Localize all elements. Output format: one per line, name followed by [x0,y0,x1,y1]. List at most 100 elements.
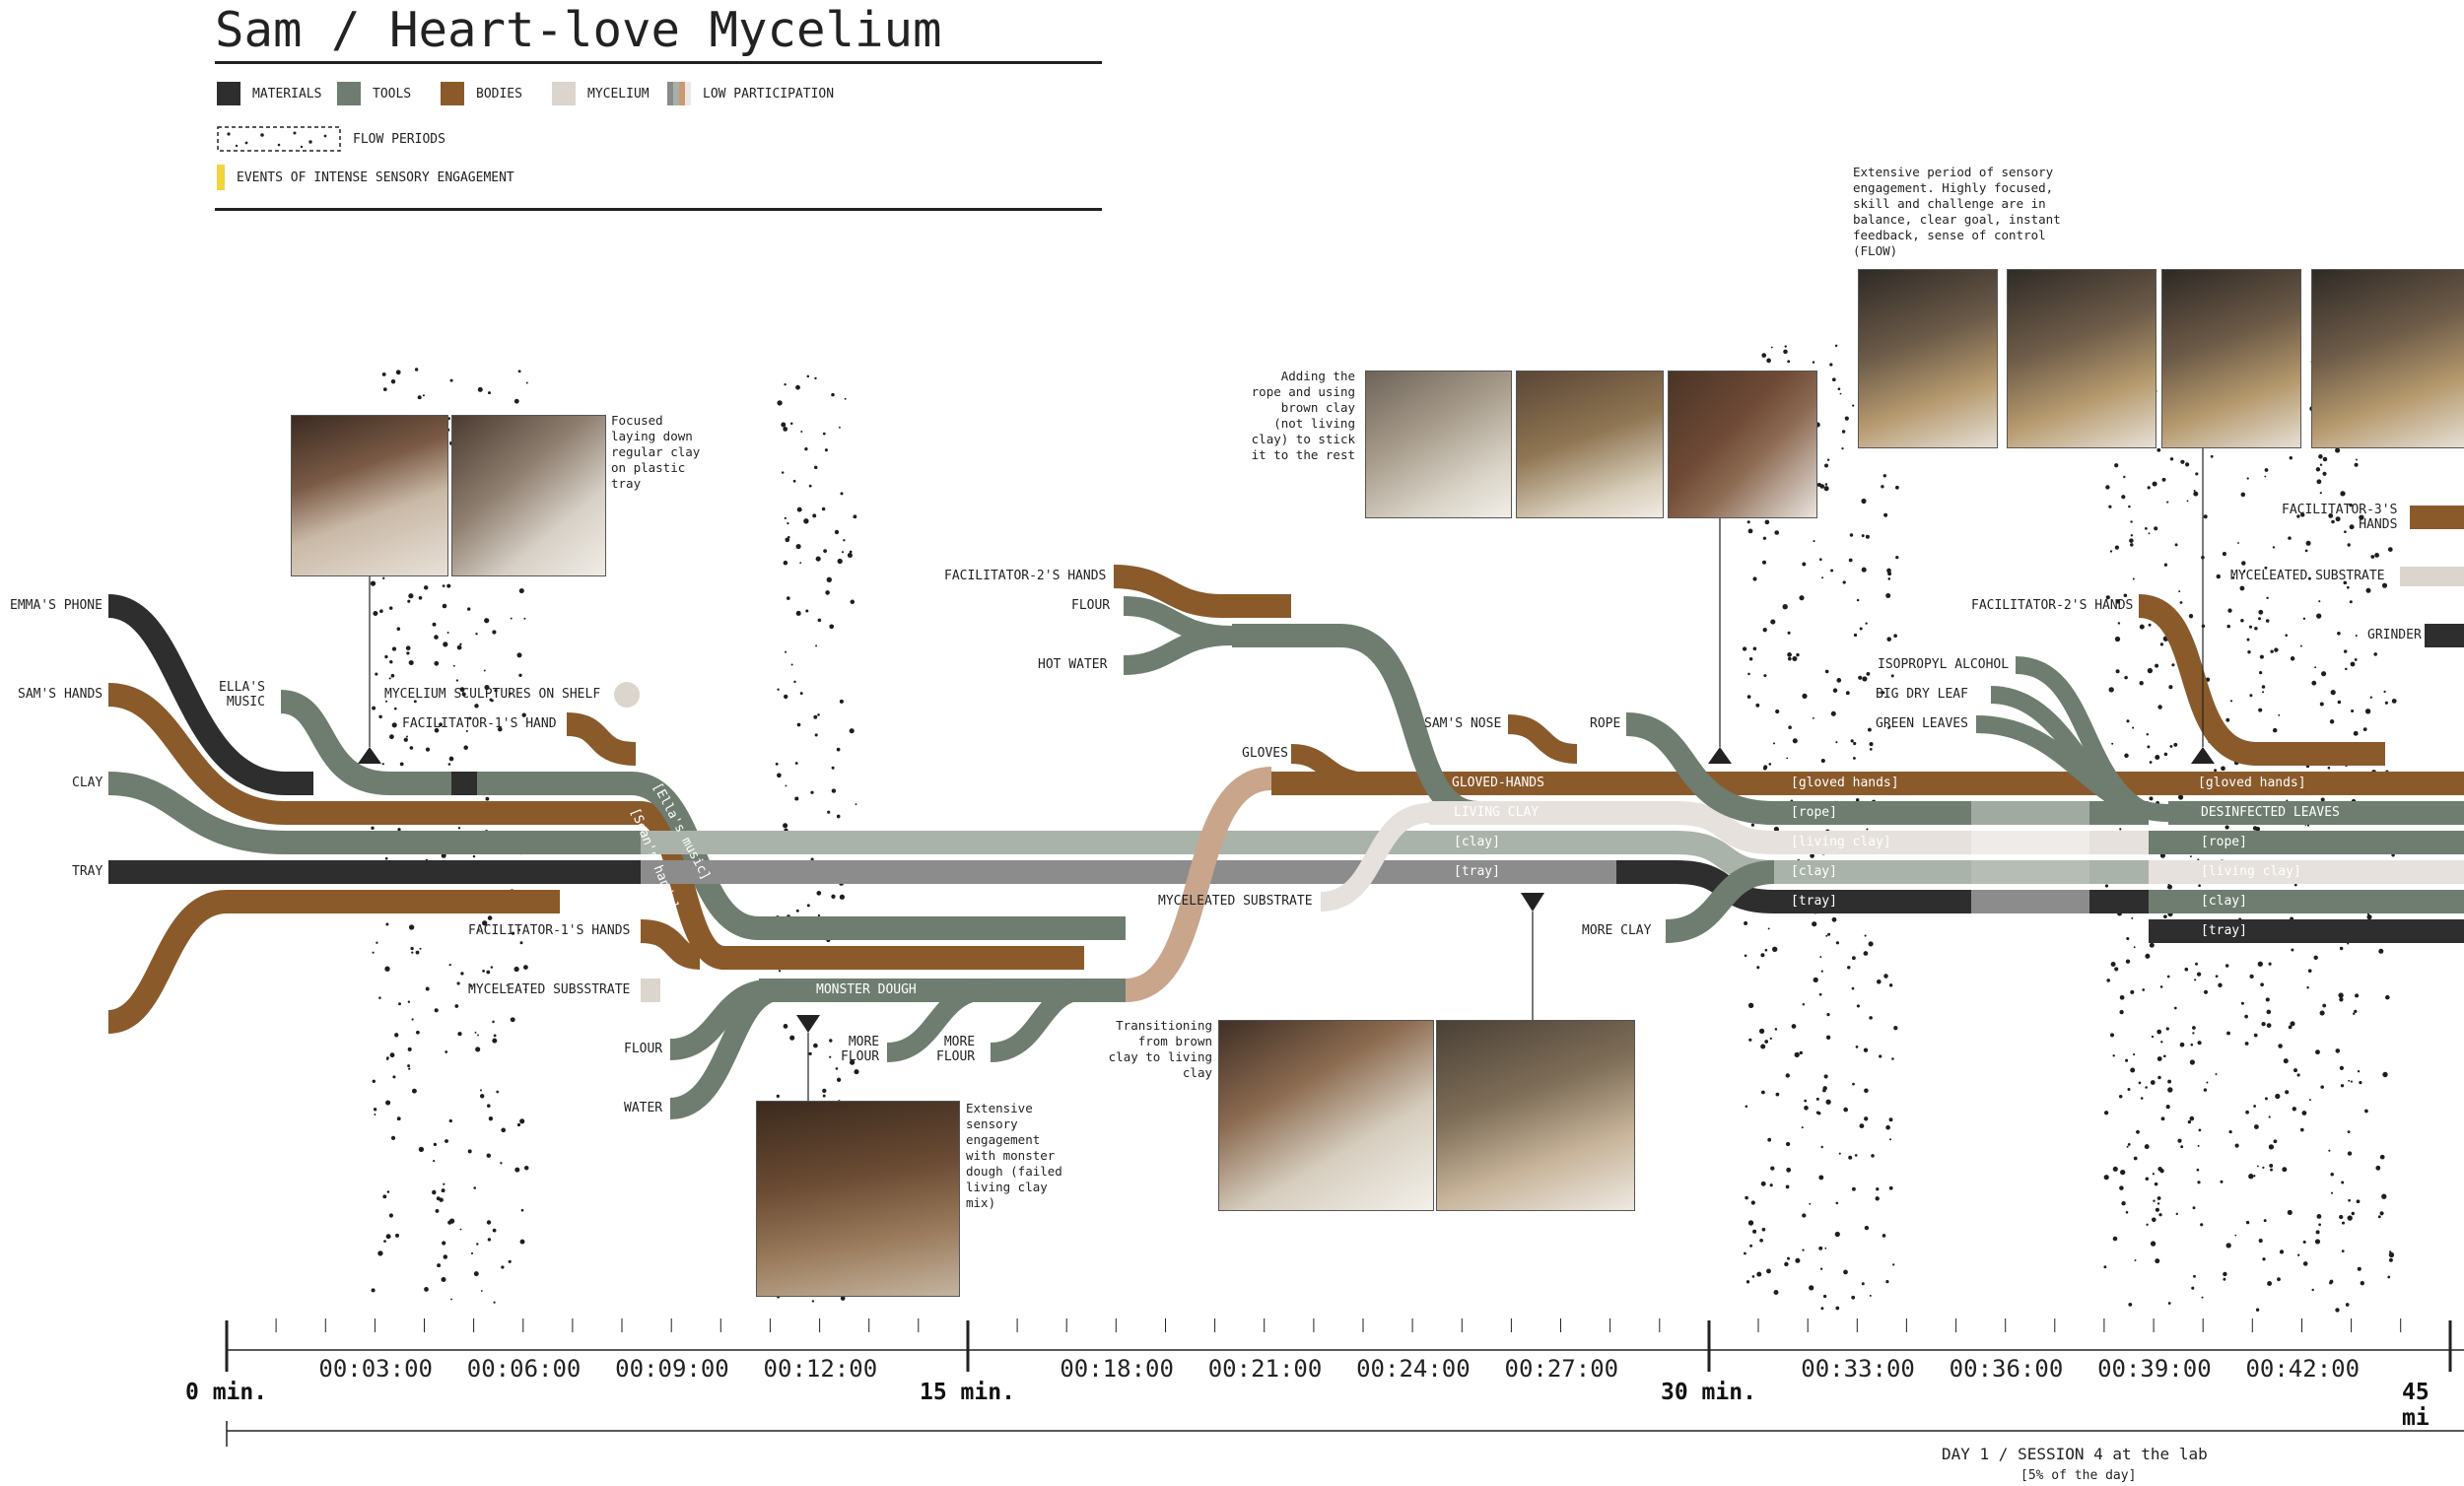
flow-dot [473,1186,477,1189]
flow-dot [1760,1181,1766,1186]
flow-dot [2329,719,2335,724]
flow-dot [2119,994,2125,1000]
flow-dot [2305,540,2311,546]
flow-dot [2154,526,2158,531]
rope-stream [1625,712,2149,825]
flow-dot [1767,1137,1772,1142]
label-grinder: GRINDER [2367,628,2422,642]
flow-dot [492,630,497,635]
flow-dot [2351,1211,2355,1216]
flow-dot [1788,725,1792,729]
stream-label-gloved-hands: GLOVED-HANDS [1452,776,1544,790]
flow-dot [1885,1279,1889,1284]
flow-dot [2146,1223,2149,1226]
flow-dot [847,552,853,558]
flow-dot [492,1020,495,1024]
flow-dot [2283,1058,2289,1064]
flow-dot [787,535,790,539]
flow-dot [829,1039,833,1043]
major-label-0: 0 min. [185,1380,268,1405]
flow-dot [408,1067,411,1070]
stream-label-living-clay: LIVING CLAY [1454,805,1540,820]
flow-dot [2360,1281,2364,1286]
flow-dot [1819,956,1822,959]
flow-dot [2299,1127,2304,1132]
flow-dot [442,584,445,587]
flow-dot [810,857,814,861]
flow-dot [523,965,528,970]
flow-dot [2198,1128,2202,1132]
flow-dot [2115,599,2121,604]
label-flour-2: FLOUR [1071,598,1111,613]
flow-dot [2249,694,2253,698]
flow-dot [1802,562,1807,567]
flow-dot [437,1263,442,1268]
label-sams-hands: SAM'S HANDS [18,687,103,702]
flow-dot [434,635,439,640]
flow-dot [2224,825,2229,830]
flow-dot [2127,1142,2131,1146]
flow-dot [2175,1212,2178,1216]
flow-dot [837,558,843,565]
flow-dot [2381,582,2388,588]
flow-dot [2127,1088,2131,1091]
flow-dot [2355,993,2360,998]
flow-dot [2356,458,2358,461]
flow-dot [396,627,401,631]
flow-dot [378,996,381,999]
flow-dot [1844,416,1849,421]
flow-dot [2105,595,2110,600]
flow-dot [2119,1009,2124,1015]
flow-dot [1835,1201,1839,1205]
flow-dot [777,400,783,406]
flow-dot [472,854,476,858]
flow-dot [2258,670,2263,675]
flow-dot [2247,650,2251,654]
flow-dot [501,1127,507,1133]
flow-dot [1744,921,1748,925]
flow-dot [381,372,386,376]
flow-dot [840,1296,846,1301]
flow-dot [1746,520,1750,524]
flow-dot [2134,1259,2137,1261]
label-myceleated-substrate: MYCELEATED SUBSTRATE [1158,894,1313,909]
flow-dot [473,1271,479,1277]
flow-dot [2313,955,2318,961]
flow-dot [2119,1185,2124,1190]
flow-dot [2314,1239,2321,1245]
flow-dot [2347,543,2351,547]
flow-dot [839,699,844,704]
tick-label: 00:12:00 [763,1355,878,1383]
flow-dot [1745,1105,1748,1108]
flow-dot [424,1287,429,1292]
flow-dot [1792,738,1798,744]
flow-dot [2145,953,2151,959]
flow-dot [448,963,451,967]
stream-label-gloved-hands-3: [gloved hands] [2198,776,2306,790]
flow-dot [1804,1105,1809,1111]
flow-dot [2160,1116,2165,1121]
flow-dot [783,1024,788,1029]
flow-dot [1792,655,1798,662]
flow-dot [2191,1286,2195,1290]
flow-dot [486,1220,492,1225]
flow-dot [399,762,404,767]
flow-dot [1882,691,1885,695]
flow-dot [1769,1037,1772,1041]
flow-dot [459,687,465,693]
flow-dot [1882,1234,1886,1238]
flow-dot [484,618,490,624]
flow-dot [814,376,817,380]
flow-dot [1869,742,1874,747]
flow-dot [372,951,375,954]
flow-dot [2150,1080,2156,1085]
flow-dot [1751,1275,1755,1278]
flow-dot [2200,1223,2204,1227]
flow-dot [2169,457,2174,461]
flow-dot [410,946,414,951]
flow-dot [1853,741,1857,746]
flow-dot [2158,1213,2162,1217]
flow-dot [475,632,478,636]
flow-dot [371,826,375,831]
legend-tools: TOOLS [337,82,411,105]
